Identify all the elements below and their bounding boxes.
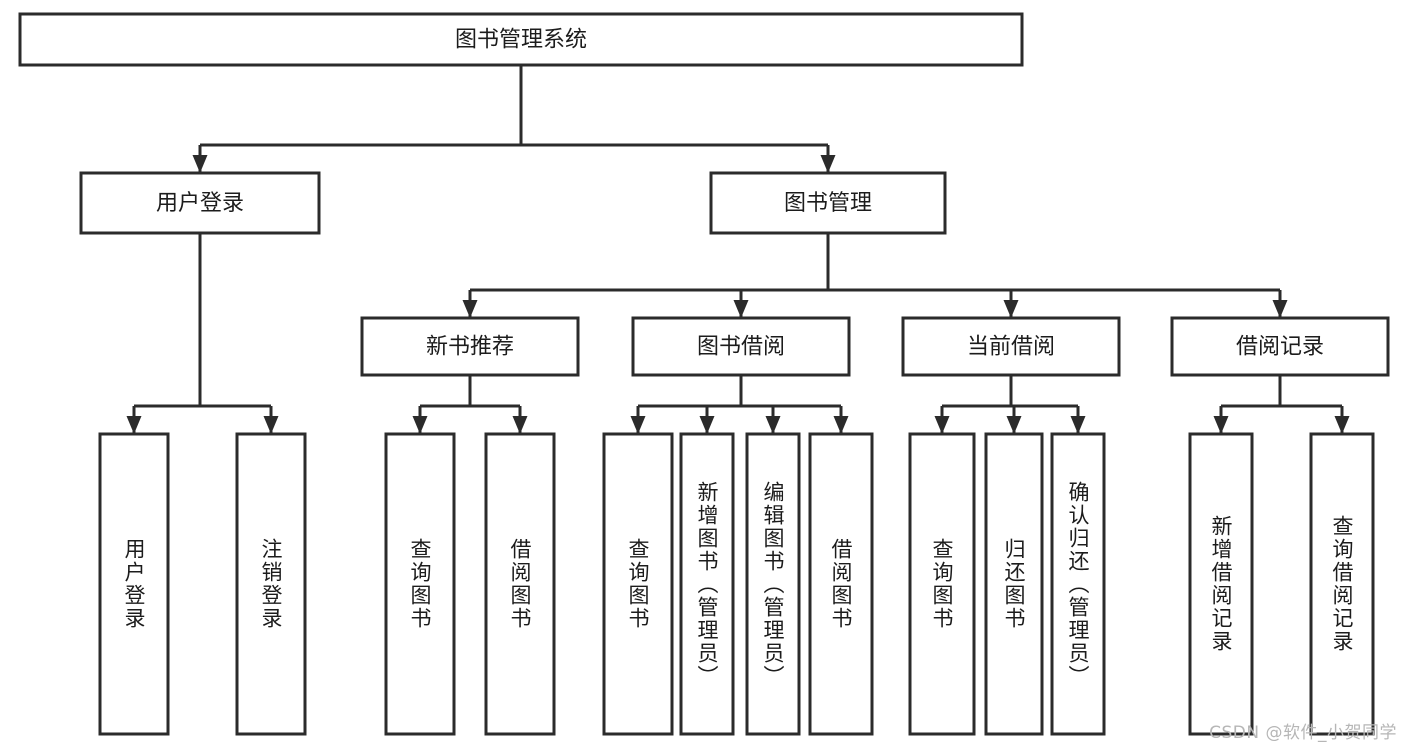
node-box-new-book-recommend[interactable]	[360, 316, 580, 377]
arrow-head-leaf-borrow-book-rec	[512, 416, 528, 434]
arrow-head-borrow-record	[1272, 300, 1288, 318]
node-box-book-borrow[interactable]	[631, 316, 851, 377]
node-label-current-borrow: 当前借阅	[967, 335, 1055, 360]
arrow-head-current-borrow	[1003, 300, 1019, 318]
node-box-leaf-query-borrow-record[interactable]	[1309, 432, 1375, 736]
node-box-leaf-add-borrow-record[interactable]	[1188, 432, 1254, 736]
node-label-root: 图书管理系统	[455, 28, 587, 53]
arrow-head-leaf-user-login	[126, 416, 142, 434]
node-box-user-login[interactable]	[79, 171, 321, 235]
node-label-book-borrow: 图书借阅	[697, 335, 785, 360]
arrow-head-new-book-recommend	[462, 300, 478, 318]
node-box-leaf-query-book-cur[interactable]	[908, 432, 976, 736]
arrow-head-leaf-add-borrow-record	[1213, 416, 1229, 434]
node-box-leaf-user-logout[interactable]	[235, 432, 307, 736]
arrow-head-leaf-add-book-admin	[699, 416, 715, 434]
arrow-head-user-login	[192, 155, 208, 173]
node-box-leaf-borrow-book-bor[interactable]	[808, 432, 874, 736]
arrow-head-leaf-query-book-rec	[412, 416, 428, 434]
node-box-borrow-record[interactable]	[1170, 316, 1390, 377]
arrow-head-leaf-confirm-return-admin	[1070, 416, 1086, 434]
arrow-head-book-manage	[820, 155, 836, 173]
watermark-text: CSDN @软件_小贺同学	[1209, 723, 1397, 743]
node-box-leaf-borrow-book-rec[interactable]	[484, 432, 556, 736]
node-box-leaf-edit-book-admin[interactable]	[745, 432, 801, 736]
arrow-head-leaf-edit-book-admin	[765, 416, 781, 434]
node-box-root[interactable]	[18, 12, 1024, 67]
node-box-leaf-confirm-return-admin[interactable]	[1050, 432, 1106, 736]
node-box-leaf-query-book-bor[interactable]	[602, 432, 674, 736]
box-layer	[18, 12, 1390, 736]
node-box-current-borrow[interactable]	[901, 316, 1121, 377]
node-box-leaf-return-book[interactable]	[984, 432, 1044, 736]
arrow-head-leaf-query-book-cur	[934, 416, 950, 434]
node-label-borrow-record: 借阅记录	[1236, 335, 1324, 360]
arrow-head-book-borrow	[733, 300, 749, 318]
arrow-head-leaf-return-book	[1006, 416, 1022, 434]
node-label-new-book-recommend: 新书推荐	[426, 335, 514, 360]
node-label-user-login: 用户登录	[156, 191, 244, 216]
arrow-head-leaf-user-logout	[263, 416, 279, 434]
node-label-book-manage: 图书管理	[784, 191, 872, 216]
node-box-leaf-add-book-admin[interactable]	[679, 432, 735, 736]
arrow-head-leaf-borrow-book-bor	[833, 416, 849, 434]
node-box-leaf-query-book-rec[interactable]	[384, 432, 456, 736]
node-box-book-manage[interactable]	[709, 171, 947, 235]
connector-layer	[126, 65, 1350, 434]
node-box-leaf-user-login[interactable]	[98, 432, 170, 736]
arrow-head-leaf-query-borrow-record	[1334, 416, 1350, 434]
arrow-head-leaf-query-book-bor	[630, 416, 646, 434]
